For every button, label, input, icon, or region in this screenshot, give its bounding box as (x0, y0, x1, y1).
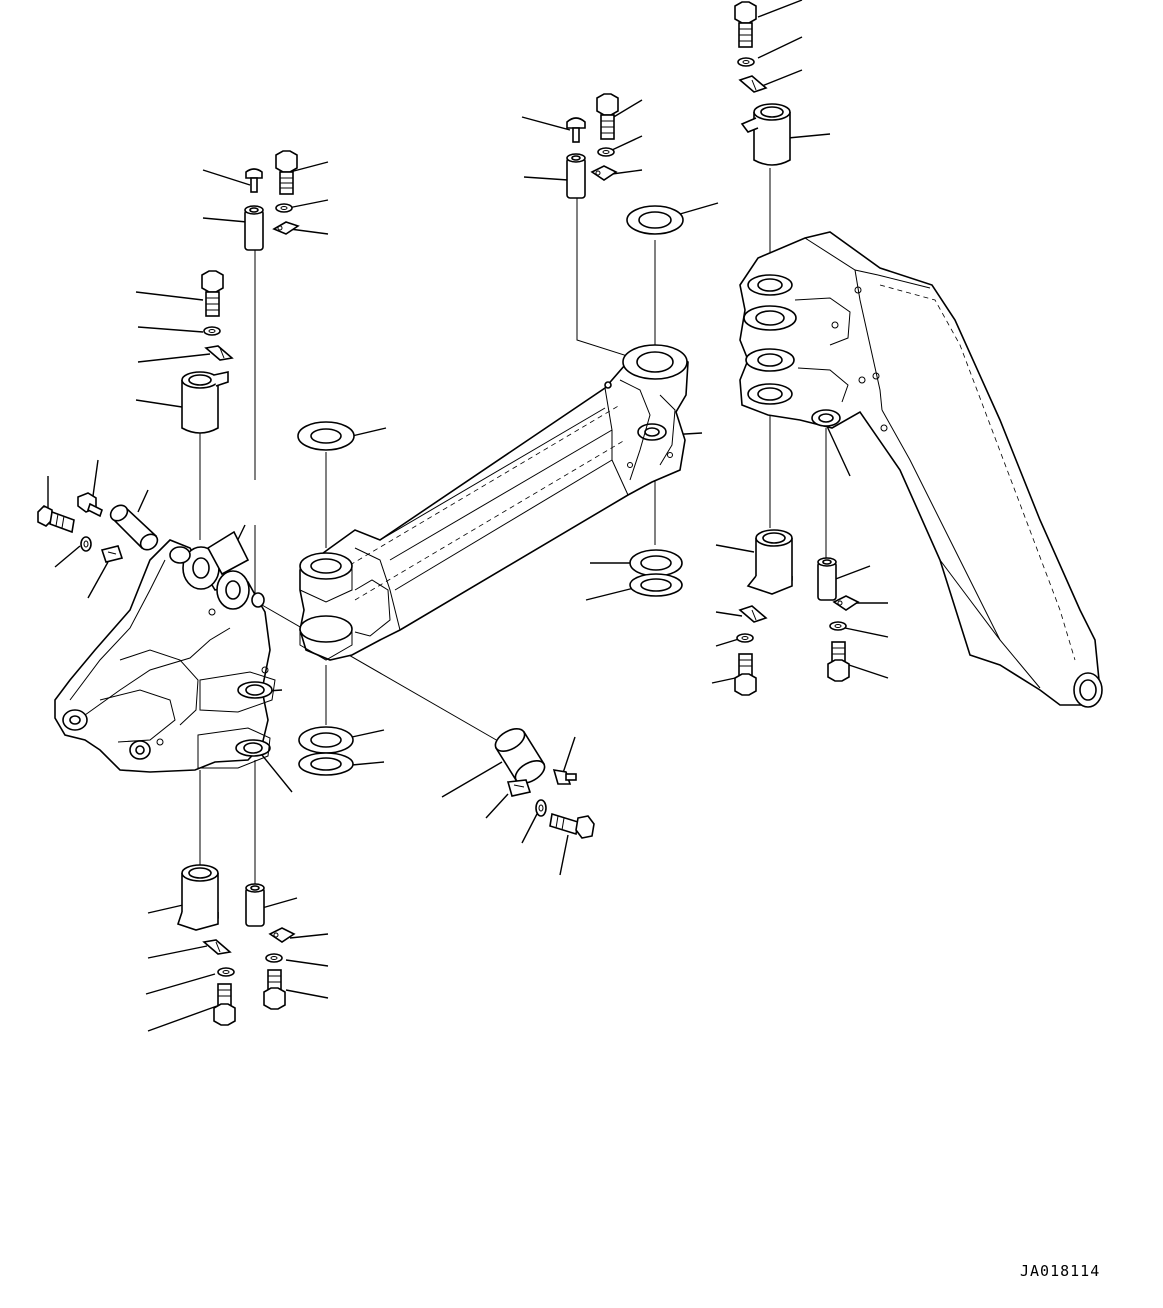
bolt-middle-lower (549, 812, 595, 839)
bolt-left-second (201, 270, 224, 317)
washer-3 (597, 147, 615, 157)
shims (297, 205, 684, 776)
bolt-mid-top (596, 93, 619, 140)
lock-plate-6 (268, 927, 296, 943)
shim-mid-lower-2 (629, 573, 683, 597)
pin-left-upper (244, 205, 264, 251)
washer-2 (203, 326, 221, 336)
bushing-left-lower (176, 864, 219, 931)
bushing-right-lower (746, 529, 793, 595)
pin-middle-lower (494, 728, 546, 784)
bolt-right-top (734, 1, 757, 48)
washer-8 (829, 621, 847, 631)
lock-plates (100, 75, 860, 955)
washer-4 (737, 57, 755, 67)
bolt-left-bottom-1 (213, 983, 236, 1026)
lock-plate-2 (204, 345, 234, 361)
washer-1 (275, 203, 293, 213)
pin-left-lower (245, 883, 265, 927)
lock-plate-7 (738, 605, 768, 623)
lock-plate-3 (590, 165, 618, 181)
washer-7 (736, 633, 754, 643)
lock-plate-5 (202, 939, 232, 955)
pins (244, 153, 837, 927)
pin-mid-upper (566, 153, 586, 199)
cap-mid-top (566, 117, 586, 143)
bolt-far-left (37, 505, 75, 534)
pin-right-lower (817, 557, 837, 601)
swing-bracket-frame (54, 539, 276, 773)
cap-middle-lower (552, 769, 577, 785)
bushings (109, 103, 793, 931)
boom (739, 231, 1103, 708)
callout-leader-lines (47, 0, 889, 1032)
bolt-left-top (275, 150, 298, 195)
lock-plate-frame (206, 530, 250, 576)
drawing-number: JA018114 (1020, 1262, 1101, 1280)
washer-9 (80, 536, 92, 552)
bushing-right-upper (740, 103, 791, 166)
pin-far-left (109, 504, 159, 551)
bushing-left-upper (181, 371, 229, 434)
lock-plate-9 (100, 545, 124, 563)
lock-plate-8 (832, 595, 860, 611)
bolt-left-bottom-2 (263, 969, 286, 1010)
shim-arm-lower-1 (298, 726, 354, 754)
shim-arm-lower-2 (298, 752, 354, 776)
bolt-right-bottom-2 (827, 641, 850, 682)
washer-10 (535, 799, 547, 817)
washers (80, 57, 847, 977)
arm-boom (299, 344, 689, 661)
shim-mid-upper (626, 205, 684, 235)
washer-5 (217, 967, 235, 977)
shim-mid-lower-1 (629, 549, 683, 577)
washer-6 (265, 953, 283, 963)
lock-plate-10 (506, 779, 532, 797)
bolt-right-bottom-1 (734, 653, 757, 696)
lock-plate-4 (738, 75, 768, 93)
lock-plate-1 (272, 221, 300, 235)
shim-arm-upper (297, 421, 355, 451)
bolt-stud-left (77, 492, 103, 518)
bolts (37, 1, 850, 1026)
cap-left-top (245, 168, 263, 193)
